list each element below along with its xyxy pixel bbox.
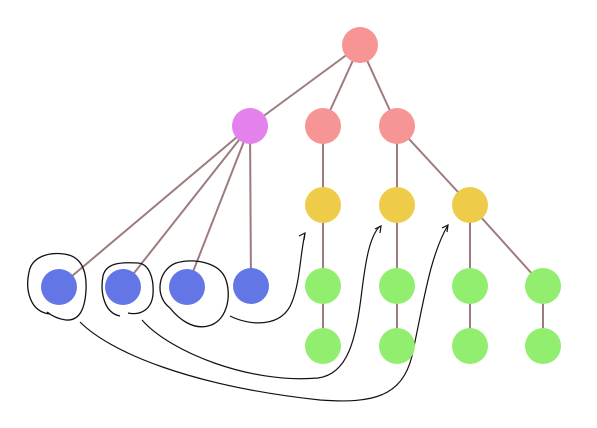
edge-purple-blue-1 bbox=[58, 125, 251, 288]
arrowhead bbox=[298, 231, 306, 241]
arrow-stroke bbox=[229, 232, 306, 324]
node-pink-a bbox=[305, 108, 341, 144]
edge-purple-blue-4 bbox=[249, 125, 252, 287]
arrow-blue-2-to-yellow-b bbox=[141, 224, 382, 380]
arrow-blue-1-to-yellow-c bbox=[79, 223, 449, 402]
hand-drawn-circles bbox=[27, 252, 229, 328]
node-purple bbox=[232, 108, 268, 144]
node-green-7 bbox=[452, 328, 488, 364]
node-green-5 bbox=[305, 328, 341, 364]
edge-purple-blue-3 bbox=[186, 125, 251, 288]
circle-mark-blue-3 bbox=[159, 260, 229, 328]
node-green-8 bbox=[525, 328, 561, 364]
node-yellow-b bbox=[379, 187, 415, 223]
node-root bbox=[342, 27, 378, 63]
edge-yellow-c-green-4 bbox=[469, 204, 544, 287]
edge-root-purple bbox=[249, 44, 361, 127]
node-blue-3 bbox=[169, 269, 205, 305]
circle-mark-blue-1 bbox=[27, 252, 87, 321]
node-blue-1 bbox=[41, 269, 77, 305]
node-pink-b bbox=[379, 108, 415, 144]
nodes bbox=[41, 27, 561, 364]
arrow-blue-4-to-yellow-a bbox=[229, 231, 306, 324]
arrowhead bbox=[374, 224, 382, 234]
arrow-stroke bbox=[141, 225, 381, 380]
arrowhead bbox=[441, 223, 449, 233]
circle-mark-blue-2 bbox=[101, 262, 154, 317]
node-yellow-c bbox=[452, 187, 488, 223]
node-green-3 bbox=[452, 268, 488, 304]
node-yellow-a bbox=[305, 187, 341, 223]
node-green-6 bbox=[379, 328, 415, 364]
node-blue-4 bbox=[233, 268, 269, 304]
edge-purple-blue-2 bbox=[122, 125, 251, 288]
hand-drawn-arrows bbox=[79, 223, 449, 402]
node-blue-2 bbox=[105, 269, 141, 305]
arrow-stroke bbox=[79, 224, 449, 402]
node-green-1 bbox=[305, 268, 341, 304]
node-green-2 bbox=[379, 268, 415, 304]
node-green-4 bbox=[525, 268, 561, 304]
